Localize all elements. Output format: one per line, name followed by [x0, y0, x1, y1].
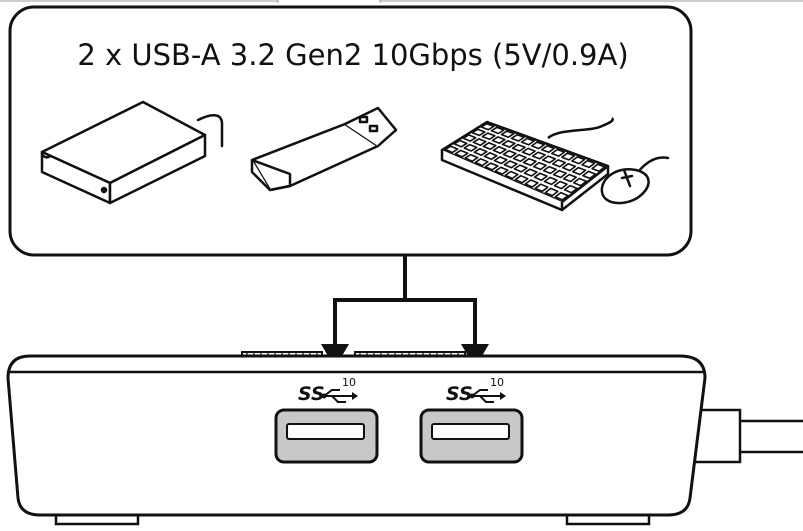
keyboard-key — [511, 143, 526, 152]
keyboard-icon — [440, 117, 614, 212]
keyboard-key — [563, 184, 578, 194]
keyboard-key — [501, 140, 516, 148]
keyboard-key — [523, 168, 538, 177]
mouse-icon — [600, 156, 670, 205]
keyboard-key — [462, 134, 477, 142]
keyboard-key — [500, 130, 515, 138]
keyboard-key — [562, 173, 578, 183]
keyboard-key — [514, 174, 529, 184]
keyboard-key — [490, 126, 505, 135]
keyboard-key — [474, 158, 489, 167]
usb-superspeed-icon: SS 10 — [298, 376, 358, 405]
keyboard-key — [503, 160, 518, 169]
keyboard-key — [553, 180, 568, 190]
keyboard-key — [491, 136, 506, 144]
keyboard-key — [552, 169, 568, 179]
keyboard-key — [513, 164, 528, 173]
keyboard-key — [493, 156, 508, 165]
port-speed-label: 10 — [342, 376, 356, 389]
keyboard-key — [480, 122, 495, 131]
keyboard-key — [473, 147, 488, 156]
keyboard-key — [581, 159, 596, 169]
keyboard-key — [544, 187, 559, 197]
keyboard-key — [540, 145, 556, 154]
keyboard-key — [502, 150, 517, 159]
keyboard-key — [463, 143, 478, 152]
keyboard-key — [534, 183, 549, 193]
keyboard-key — [522, 157, 537, 167]
keyboard-key — [481, 132, 496, 141]
keyboard-key — [561, 152, 576, 161]
keyboard-key — [520, 137, 535, 146]
usb-port-2[interactable]: SS 10 — [419, 376, 524, 464]
keyboard-key — [542, 165, 557, 175]
top-edge-strip — [0, 0, 803, 3]
keyboard-key — [591, 163, 606, 172]
usb-port-1[interactable]: SS 10 — [274, 376, 379, 464]
keyboard-key — [510, 134, 525, 142]
keyboard-key — [494, 166, 509, 175]
usb-superspeed-icon: SS 10 — [446, 376, 506, 405]
keyboard-key — [582, 170, 597, 180]
svg-text:SS: SS — [446, 383, 473, 405]
keyboard-key — [453, 139, 468, 148]
keyboard-key — [472, 138, 487, 146]
keyboard-key — [471, 128, 486, 137]
port-speed-label: 10 — [490, 376, 504, 389]
keyboard-key — [484, 162, 499, 171]
keyboard-key — [492, 146, 507, 154]
keyboard-key — [551, 159, 567, 168]
keyboard-key — [572, 177, 588, 187]
cable — [690, 408, 803, 464]
usb-a-port-tongue — [286, 423, 365, 440]
keyboard-key — [550, 148, 566, 157]
connector-lines — [333, 255, 477, 344]
keyboard-key — [444, 145, 459, 154]
keyboard-key — [504, 170, 519, 180]
usb-a-port-tongue — [431, 423, 510, 440]
svg-text:SS: SS — [298, 383, 325, 405]
keyboard-key — [571, 156, 586, 165]
keyboard-key — [571, 166, 587, 176]
keyboard-key — [512, 153, 527, 163]
keyboard-key — [454, 149, 469, 158]
keyboard-key — [483, 152, 498, 161]
keyboard-key — [521, 147, 536, 156]
keyboard-key — [541, 155, 557, 164]
external-hdd-icon — [40, 100, 224, 205]
callout-title: 2 x USB-A 3.2 Gen2 10Gbps (5V/0.9A) — [77, 38, 628, 72]
keyboard-key — [464, 153, 479, 162]
keyboard-key — [530, 141, 546, 150]
usb-flash-drive-icon — [250, 106, 398, 192]
keyboard-key — [561, 162, 577, 172]
keyboard-key — [543, 176, 558, 186]
keyboard-key — [554, 191, 569, 201]
keyboard-key — [533, 172, 548, 181]
keyboard-key — [482, 142, 497, 150]
keyboard-key — [532, 161, 547, 171]
keyboard-key — [524, 179, 539, 188]
keyboard-key — [531, 151, 546, 160]
